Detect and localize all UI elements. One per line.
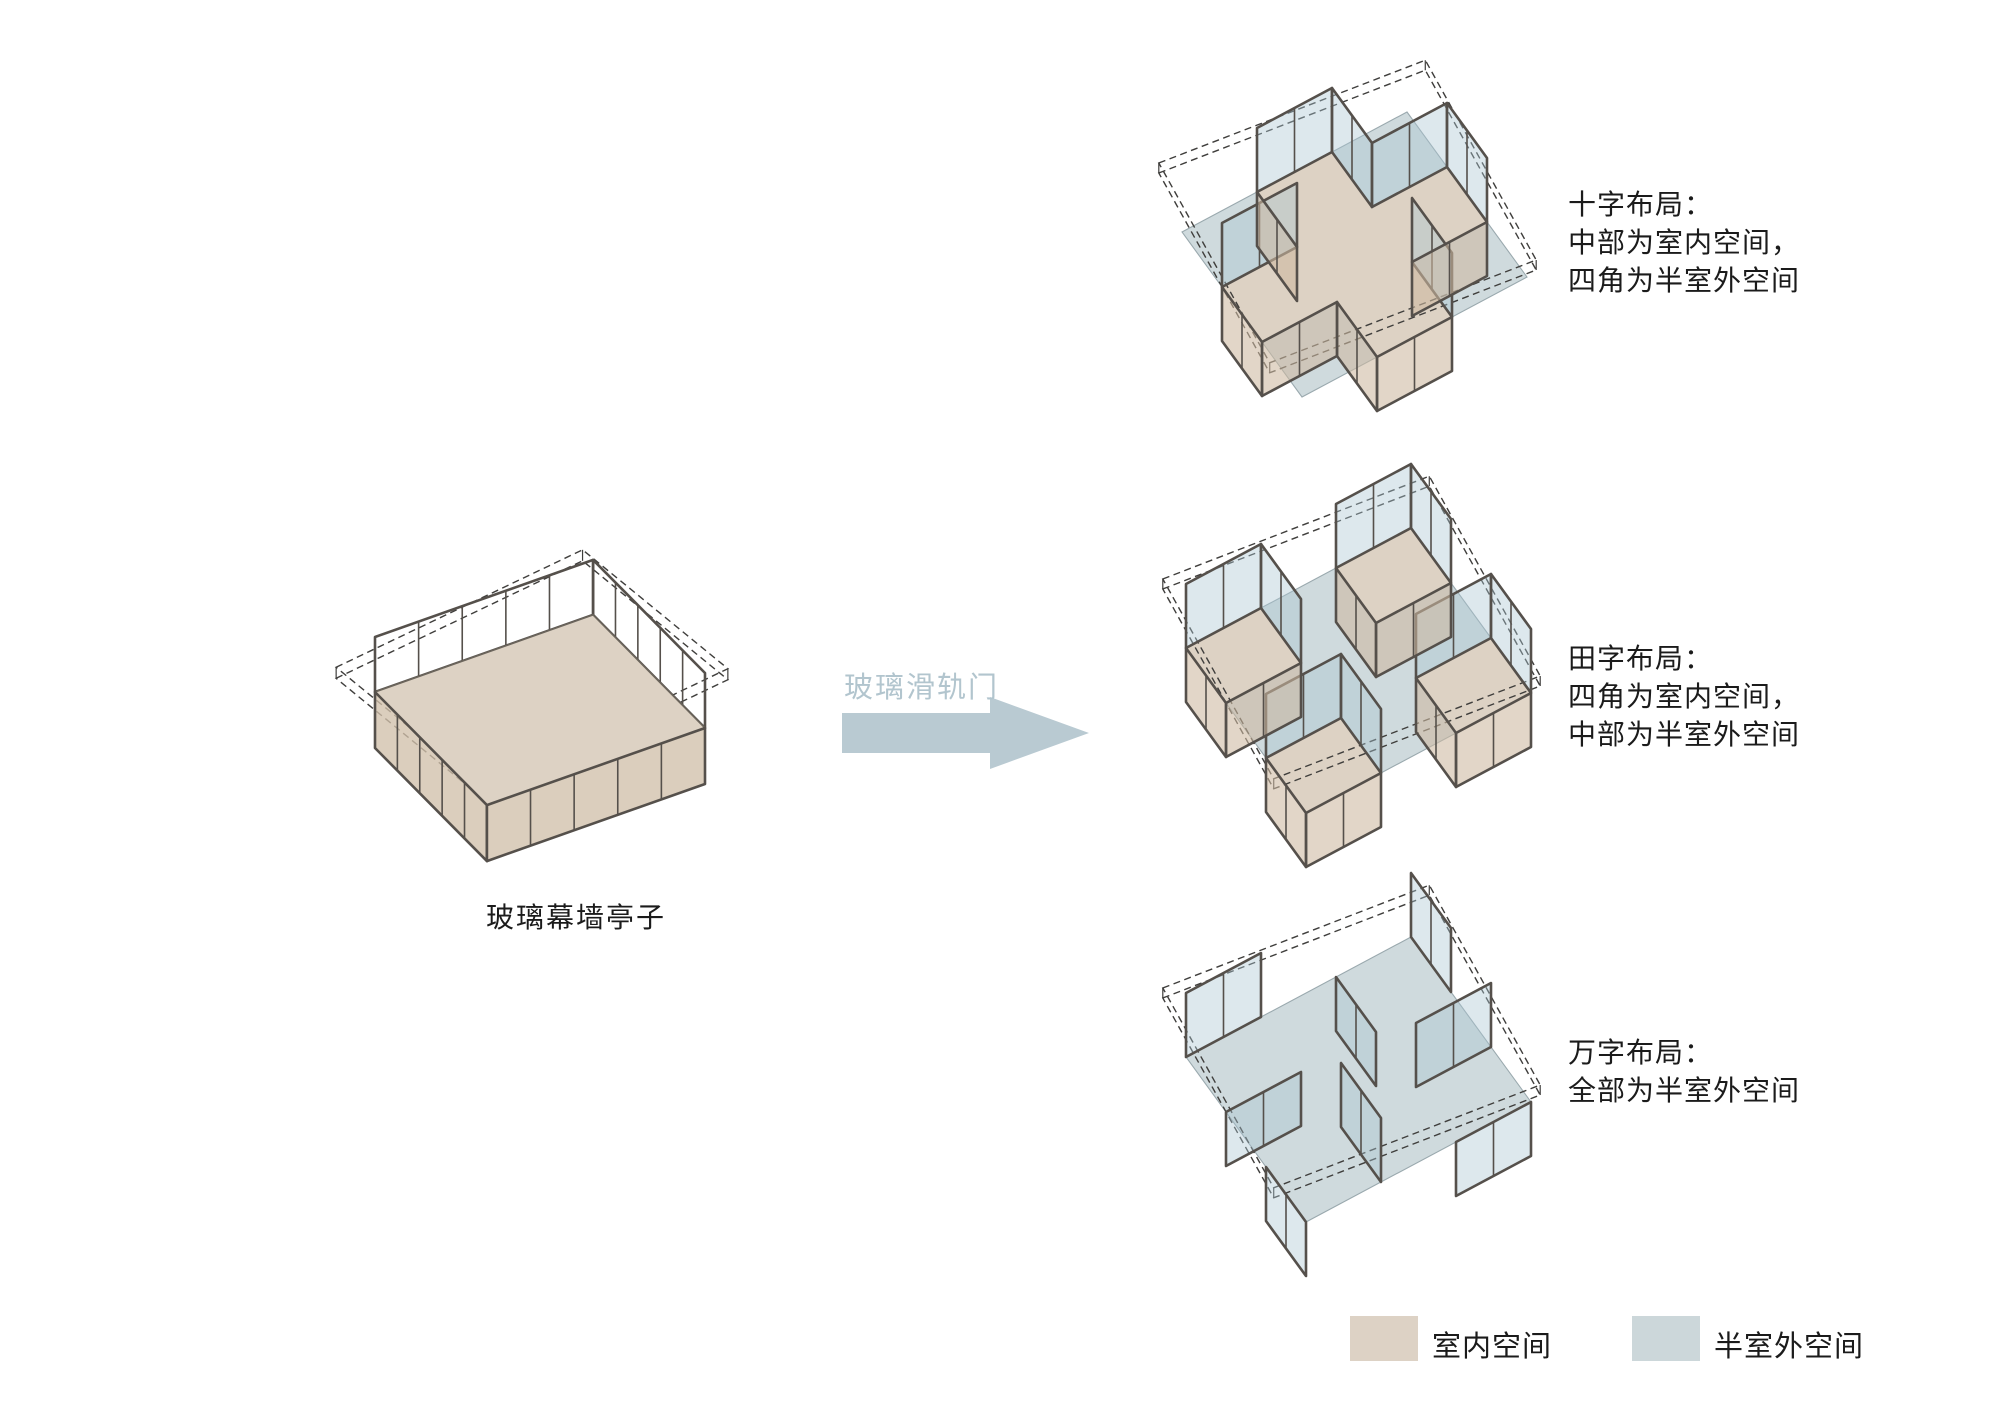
layout-title-wan: 万字布局： (1568, 1037, 1714, 1068)
layout-desc-line: 四角为半室外空间 (1568, 265, 1801, 296)
layout-caption-cross: 十字布局： 中部为室内空间， 四角为半室外空间 (1568, 186, 1800, 300)
legend-swatch-semi-outdoor (1632, 1316, 1700, 1361)
layout-title-cross: 十字布局： (1568, 189, 1714, 220)
layout-desc-line: 四角为室内空间， (1568, 681, 1801, 712)
legend-swatch-indoor (1350, 1316, 1418, 1361)
legend-label-indoor: 室内空间 (1432, 1331, 1553, 1363)
transition-arrow (842, 697, 1089, 769)
layout-caption-wan: 万字布局： 全部为半室外空间 (1568, 1034, 1800, 1110)
cross-layout-diagram (1157, 59, 1538, 413)
layout-desc-line: 全部为半室外空间 (1568, 1075, 1801, 1106)
layout-caption-tian: 田字布局： 四角为室内空间， 中部为半室外空间 (1568, 640, 1800, 754)
arrow-label: 玻璃滑轨门 (844, 672, 1000, 704)
layout-title-tian: 田字布局： (1568, 643, 1714, 674)
wan-layout-diagram (1161, 871, 1542, 1278)
legend-label-semi-outdoor: 半室外空间 (1714, 1331, 1865, 1363)
layout-desc-tian: 四角为室内空间， 中部为半室外空间 (1568, 678, 1800, 754)
tian-layout-diagram (1161, 462, 1542, 869)
layout-desc-line: 中部为室内空间， (1568, 227, 1801, 258)
layout-desc-line: 中部为半室外空间 (1568, 719, 1801, 750)
pavilion-label: 玻璃幕墙亭子 (486, 902, 667, 933)
layout-desc-wan: 全部为半室外空间 (1568, 1072, 1800, 1110)
pavilion-diagram (334, 548, 730, 863)
layout-desc-cross: 中部为室内空间， 四角为半室外空间 (1568, 224, 1800, 300)
